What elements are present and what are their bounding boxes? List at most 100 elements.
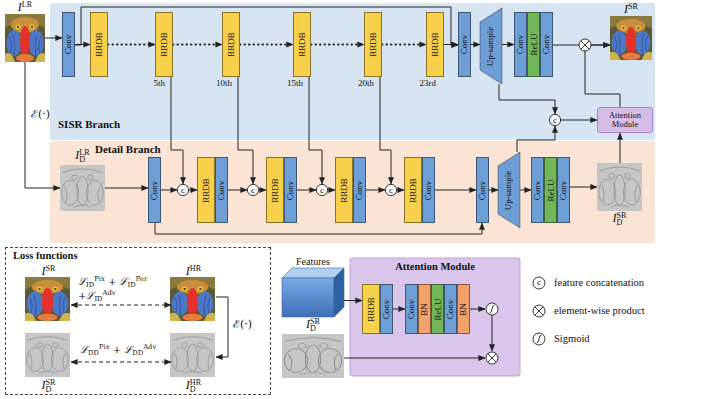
image-node: ILR <box>5 14 45 62</box>
node-label: Conv <box>355 180 364 200</box>
layer-box: RRDB5th <box>155 12 173 77</box>
node-label: IDHR <box>186 379 201 394</box>
math-part: ID <box>94 295 102 303</box>
math-part: HR <box>190 378 201 387</box>
node-label: c <box>389 186 393 195</box>
math-part: I <box>42 378 46 392</box>
block-index: 10th <box>216 79 232 88</box>
layer-box: ReLU <box>431 284 444 334</box>
layer-box: ReLU <box>544 157 557 223</box>
image-node: IDHR <box>171 334 216 378</box>
node-label: IDSR <box>42 379 56 394</box>
connector <box>189 190 197 191</box>
signal-line <box>344 358 485 359</box>
node-label: RRDB <box>95 32 104 57</box>
concat-circle <box>316 184 327 195</box>
node-label: Attention Module <box>600 111 650 129</box>
math-part: Adv <box>103 289 116 297</box>
connector <box>380 77 391 184</box>
node-label: Conv <box>446 299 455 319</box>
connector <box>238 77 253 184</box>
math-part: I <box>186 264 190 278</box>
branch-panel: ConvRRDBRRDB5thRRDB10thRRDB15thRRDB20thR… <box>50 3 655 140</box>
image-node: IDSR <box>597 163 642 211</box>
concat-circle <box>247 184 258 195</box>
layer-box: Conv <box>514 12 527 77</box>
layer-box: Conv <box>444 284 457 334</box>
math-part: DD <box>132 349 143 357</box>
mandrill-image <box>170 277 215 321</box>
node-label: IDSR <box>613 212 627 227</box>
connector <box>517 126 555 152</box>
concat-node: c <box>247 184 259 196</box>
connector <box>561 120 597 121</box>
detail-image <box>597 163 642 211</box>
connector <box>344 300 362 301</box>
node-label: RRDB <box>271 178 280 203</box>
node-label: RRDB <box>367 297 376 322</box>
node-label: Conv <box>286 180 295 200</box>
layer-box: Conv <box>380 284 393 334</box>
connector <box>366 190 385 191</box>
math-part: ℒ <box>124 344 132 355</box>
symbol-label: c <box>537 278 541 287</box>
node-label: c <box>251 186 255 195</box>
upsample-block: Up-sample <box>480 8 502 84</box>
feature-cube-side <box>334 268 344 317</box>
node-label: Features <box>296 257 330 267</box>
layer-box: RRDB <box>362 284 380 334</box>
math-part: LR <box>79 148 89 157</box>
math-part: HR <box>190 264 201 273</box>
image-node: ISR <box>26 278 71 322</box>
image-node: ISR <box>610 16 652 60</box>
legend-text: feature concatenation <box>554 278 644 289</box>
connector <box>297 190 316 191</box>
panel-ground <box>50 141 655 243</box>
edge-label: ℰ(·) <box>233 318 252 331</box>
concat-circle <box>177 184 188 195</box>
connector <box>393 309 405 310</box>
signal-line <box>492 315 493 351</box>
node-label: c <box>320 186 324 195</box>
attention-panel: RRDBConvConvBNReLUConvBNAttention Module <box>350 258 520 376</box>
connector <box>216 297 228 357</box>
math-part: DD <box>88 349 99 357</box>
connector <box>520 190 531 191</box>
detail-image <box>60 165 105 211</box>
math-part: SR <box>46 378 56 387</box>
node-label: RRDB <box>202 178 211 203</box>
math-part: SR <box>617 211 627 220</box>
concat-node: c <box>177 184 189 196</box>
node-label: Up-sample <box>505 170 514 210</box>
math-part: LR <box>22 0 32 9</box>
node-label: Conv <box>542 35 551 55</box>
connector <box>45 38 62 39</box>
node-label: RRDB <box>431 32 440 57</box>
feature-cube-top <box>282 268 344 278</box>
layer-box: Conv <box>422 157 435 223</box>
connector <box>570 187 597 188</box>
math-part: ℒ <box>78 276 86 287</box>
mandrill-image <box>25 277 70 321</box>
math-part: I <box>624 2 628 16</box>
layer-box: ReLU <box>527 12 540 77</box>
node-label: ISR <box>624 3 638 15</box>
node-label: Up-sample <box>487 26 496 66</box>
math-part: Pix <box>99 343 110 351</box>
node-label: SISR Branch <box>58 119 120 130</box>
block-index: 23rd <box>420 79 437 88</box>
node-label: RRDB <box>340 178 349 203</box>
product-symbol <box>579 39 591 51</box>
math-part: I <box>613 211 617 225</box>
math-part: ID <box>127 281 135 289</box>
connector <box>155 223 482 234</box>
connector <box>161 190 177 191</box>
connector <box>585 45 620 107</box>
math-part: I <box>306 317 310 331</box>
connector <box>71 362 171 363</box>
connector <box>25 62 60 188</box>
math-part: Pix <box>94 275 105 283</box>
math-part: ℒ <box>86 290 94 301</box>
connector <box>471 44 480 45</box>
math-part: + <box>78 290 86 301</box>
